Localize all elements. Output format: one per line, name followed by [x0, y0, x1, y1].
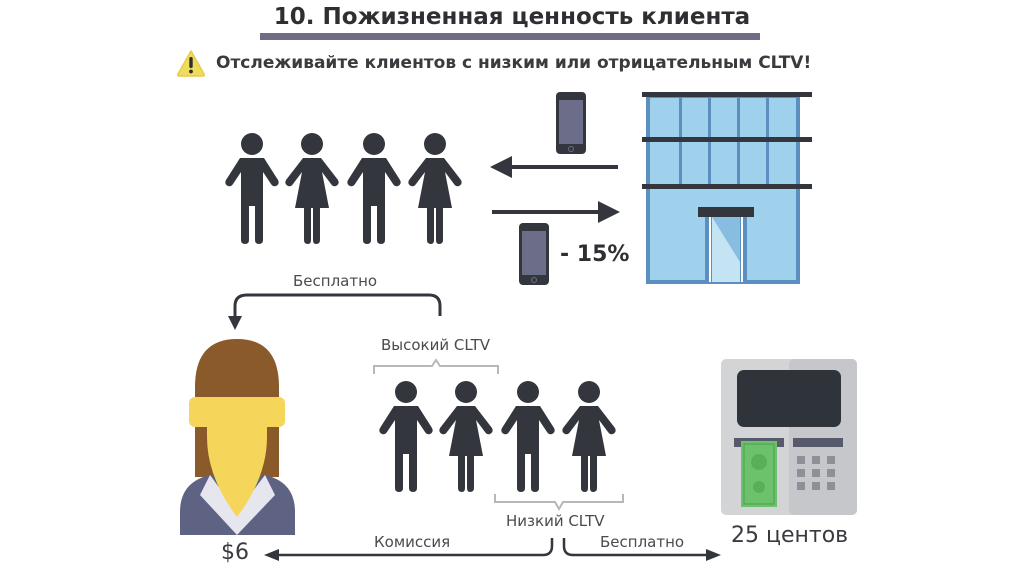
discount-label: - 15%: [560, 242, 630, 267]
free-label-top: Бесплатно: [293, 272, 378, 290]
warning-text: Отслеживайте клиентов с низким или отриц…: [216, 53, 812, 73]
agent-cost: $6: [221, 540, 249, 565]
atm-icon: [721, 359, 857, 517]
curved-arrow-down-icon: [225, 290, 450, 334]
low-cltv-label: Низкий CLTV: [506, 512, 605, 530]
atm-cost: 25 центов: [731, 523, 849, 548]
customer-group-icon: [225, 133, 462, 244]
commission-label: Комиссия: [374, 533, 451, 551]
agent-icon: [175, 337, 300, 537]
phone-icon: [556, 92, 586, 154]
warning-triangle-icon: [176, 49, 206, 77]
arrow-left-icon: [490, 155, 620, 179]
high-cltv-label: Высокий CLTV: [381, 336, 491, 354]
customer-group-icon: [379, 381, 616, 492]
title-underline: [260, 33, 760, 40]
high-cltv-bracket: [372, 358, 502, 378]
customer-group-bottom: [376, 378, 626, 496]
free-arrow-icon: [558, 534, 723, 564]
warning-banner: Отслеживайте клиентов с низким или отриц…: [176, 48, 811, 78]
low-cltv-bracket: [493, 492, 625, 512]
commission-arrow-icon: [262, 534, 562, 564]
arrow-right-icon: [490, 200, 620, 224]
customer-group-top: [222, 130, 472, 248]
free-label-bottom: Бесплатно: [600, 533, 685, 551]
page-title: 10. Пожизненная ценность клиента: [273, 4, 751, 30]
phone-icon: [519, 223, 549, 285]
building-icon: [642, 92, 812, 287]
